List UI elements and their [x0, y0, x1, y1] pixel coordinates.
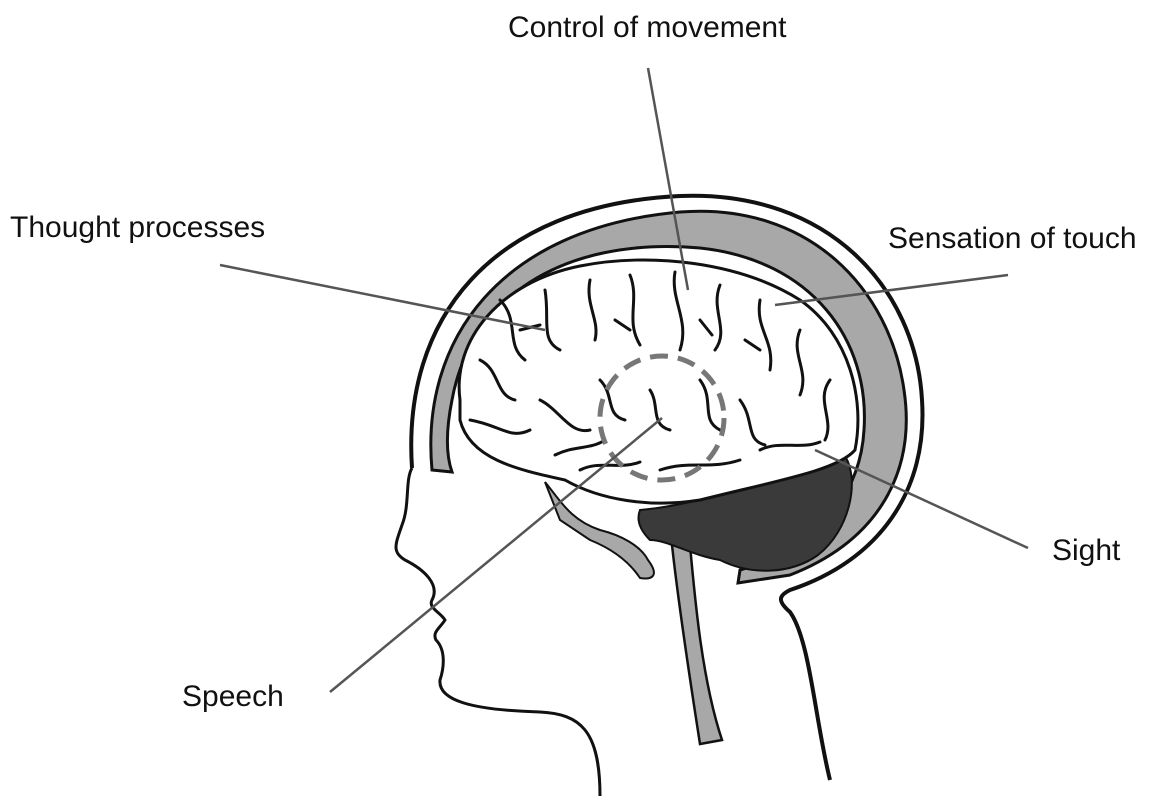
label-speech: Speech: [182, 682, 284, 712]
leader-line-control-of-movement: [648, 68, 688, 290]
label-thought-processes: Thought processes: [10, 213, 265, 243]
label-sight: Sight: [1052, 536, 1120, 566]
label-sensation-of-touch: Sensation of touch: [888, 224, 1137, 254]
cerebrum: [459, 260, 858, 503]
label-control-of-movement: Control of movement: [508, 13, 786, 43]
spinal-cord: [672, 545, 722, 744]
